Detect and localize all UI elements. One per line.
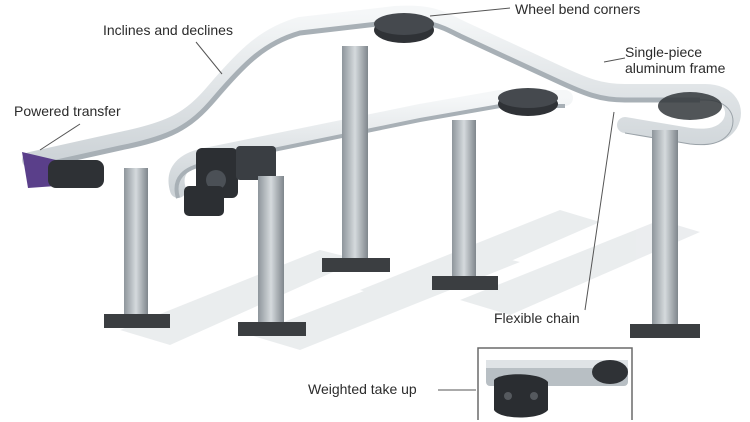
leg-2: [238, 176, 306, 336]
leg-4: [432, 120, 498, 290]
drive-motor: [184, 146, 276, 216]
callout-wheel-bend-corners: Wheel bend corners: [515, 1, 641, 17]
leader-lines: [39, 7, 626, 391]
callout-inclines-declines: Inclines and declines: [103, 22, 233, 38]
lower-conveyor: [168, 88, 573, 216]
leg-5: [630, 130, 700, 338]
leg-3: [322, 46, 390, 272]
callout-weighted-take-up: Weighted take up: [308, 381, 417, 397]
inset-weighted-take-up: [477, 347, 633, 420]
callout-single-piece-frame: Single-piece aluminum frame: [625, 44, 750, 76]
callout-powered-transfer: Powered transfer: [14, 103, 121, 119]
upper-conveyor: [22, 5, 741, 188]
transfer-drive: [48, 160, 104, 188]
frame-corner-right: [658, 92, 722, 120]
powered-transfer: [22, 152, 56, 188]
callout-single-piece-frame-line2: aluminum frame: [625, 60, 726, 76]
floor-shadows: [120, 210, 700, 350]
callout-single-piece-frame-line1: Single-piece: [625, 44, 703, 60]
upper-chain: [22, 5, 741, 168]
callout-flexible-chain: Flexible chain: [494, 310, 580, 326]
leg-1: [104, 168, 170, 328]
support-legs: [104, 46, 700, 338]
